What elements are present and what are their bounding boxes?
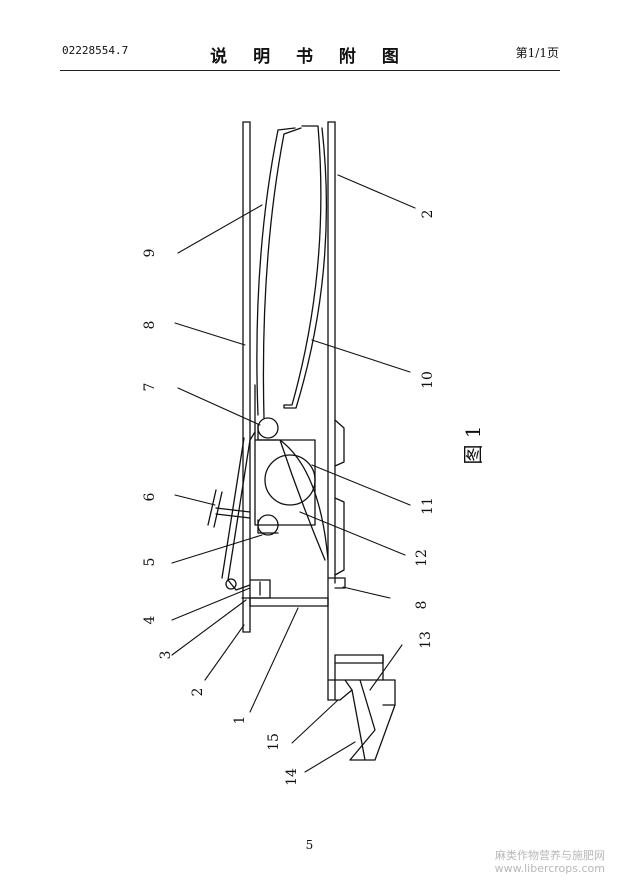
label-14: 14	[284, 768, 300, 786]
label-2-left: 2	[190, 688, 206, 697]
handle	[207, 489, 251, 528]
figure-caption: 图 1	[461, 425, 485, 464]
label-7: 7	[142, 383, 158, 392]
bottom-attachment	[327, 654, 396, 761]
label-9: 9	[142, 249, 158, 258]
label-15: 15	[266, 733, 282, 751]
label-10: 10	[420, 371, 436, 389]
leader-lines	[171, 174, 416, 773]
page-number: 5	[305, 838, 314, 852]
page-counter: 第1/1页	[515, 46, 559, 60]
part-labels: 9 8 7 6 5 4 3 2 1 15 14 2 10 11 12 8 13 …	[142, 210, 485, 786]
label-1: 1	[232, 716, 248, 725]
lower-assembly	[241, 577, 346, 607]
label-13: 13	[418, 631, 434, 649]
watermark-line-1: 麻类作物营养与施肥网	[495, 849, 605, 862]
header-rule	[60, 70, 560, 71]
label-4: 4	[142, 615, 158, 624]
label-8-right: 8	[414, 601, 430, 610]
patent-number: 02228554.7	[62, 44, 129, 57]
watermark: 麻类作物营养与施肥网 www.libercrops.com	[495, 849, 605, 875]
watermark-line-2: www.libercrops.com	[494, 862, 605, 875]
label-11: 11	[420, 497, 436, 515]
label-6: 6	[142, 492, 158, 501]
label-5: 5	[142, 558, 158, 567]
leaf-spring	[256, 125, 328, 419]
label-12: 12	[414, 549, 430, 567]
label-2-right: 2	[420, 210, 436, 219]
label-3: 3	[158, 651, 174, 660]
mechanism	[221, 384, 345, 591]
page-title: 说 明 书 附 图	[210, 47, 409, 67]
label-8: 8	[142, 321, 158, 330]
